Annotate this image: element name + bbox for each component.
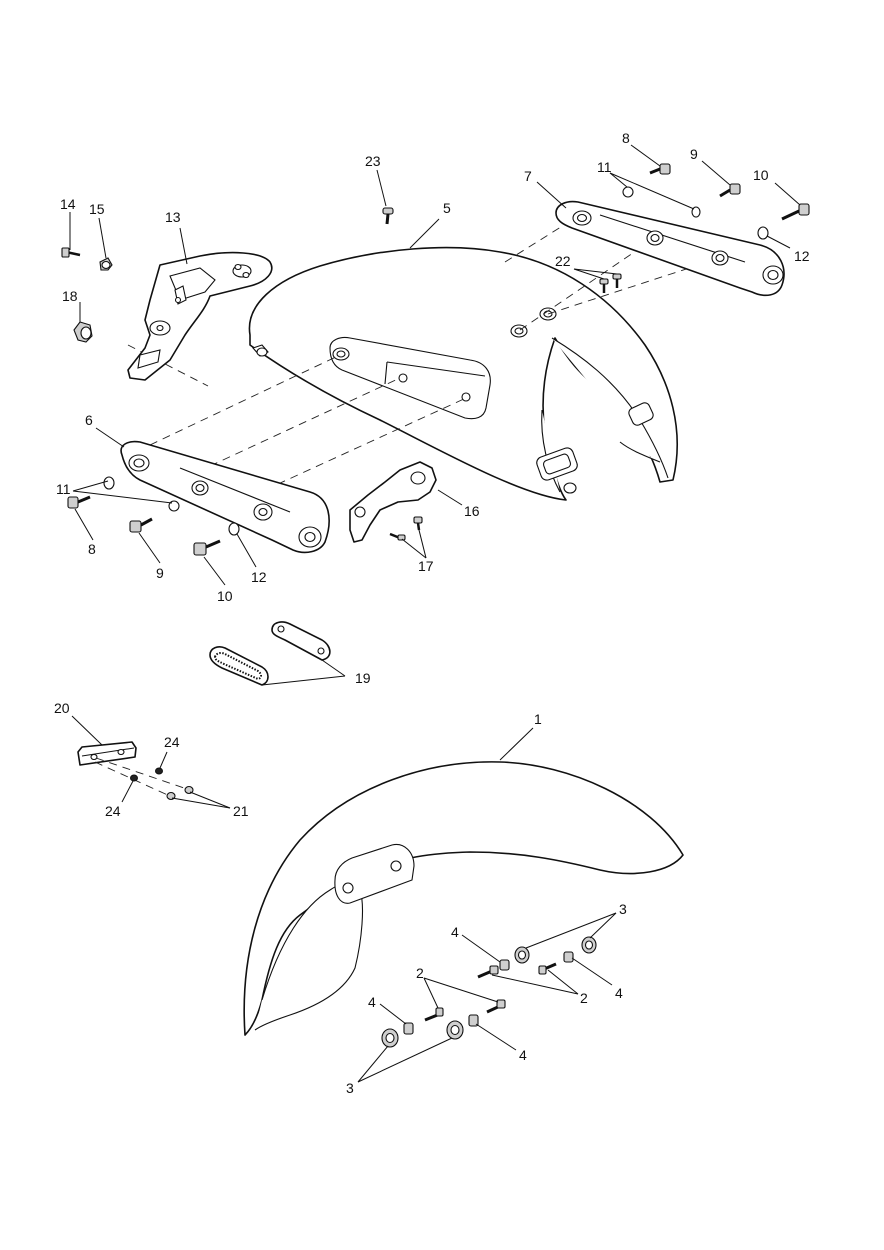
- screws-22: [599, 273, 622, 293]
- left-mudguard-stay: [120, 440, 330, 554]
- callout-21: 21: [233, 803, 249, 819]
- callout-4b: 4: [615, 985, 623, 1001]
- front-fasteners: [381, 936, 597, 1048]
- callout-12a: 12: [251, 569, 267, 585]
- rear-mudguard: [248, 246, 679, 501]
- nut-15: [99, 257, 113, 271]
- callout-20: 20: [54, 700, 70, 716]
- callout-7: 7: [524, 168, 532, 184]
- callout-16: 16: [464, 503, 480, 519]
- callout-9b: 9: [690, 146, 698, 162]
- screws-17: [389, 516, 423, 541]
- callout-2b: 2: [580, 990, 588, 1006]
- callout-1: 1: [534, 711, 542, 727]
- front-mudguard: [243, 761, 684, 1036]
- callout-4c: 4: [368, 994, 376, 1010]
- callout-10b: 10: [753, 167, 769, 183]
- callout-8a: 8: [88, 541, 96, 557]
- callout-12b: 12: [794, 248, 810, 264]
- callout-11a: 11: [56, 481, 71, 497]
- callout-3a: 3: [619, 901, 627, 917]
- callout-14: 14: [60, 196, 76, 212]
- rear-bracket-13: [127, 251, 273, 381]
- callout-3b: 3: [346, 1080, 354, 1096]
- callout-15: 15: [89, 201, 105, 217]
- callout-4a: 4: [451, 924, 459, 940]
- fasteners-left: [67, 476, 240, 556]
- callout-9a: 9: [156, 565, 164, 581]
- callout-10a: 10: [217, 588, 233, 604]
- callout-18: 18: [62, 288, 78, 304]
- callout-22: 22: [555, 253, 571, 269]
- callout-23: 23: [365, 153, 381, 169]
- pads-19: [209, 621, 331, 686]
- callout-13: 13: [165, 209, 181, 225]
- callout-6: 6: [85, 412, 93, 428]
- screw-23: [382, 207, 394, 225]
- bolt-14: [61, 247, 81, 258]
- bracket-16: [349, 461, 437, 543]
- grommet-18: [73, 321, 93, 343]
- callout-8b: 8: [622, 130, 630, 146]
- callout-24b: 24: [105, 803, 121, 819]
- fasteners-21-24: [94, 757, 194, 801]
- callout-19: 19: [355, 670, 371, 686]
- callout-17: 17: [418, 558, 434, 574]
- leader-lines: [69, 144, 801, 1083]
- callout-24a: 24: [164, 734, 180, 750]
- fasteners-right: [622, 163, 810, 240]
- plate-20: [77, 741, 137, 766]
- callout-labels: 1 2 2 3 3 4 4 4 4 5 6 7 8 8 9 9 10 10 11…: [54, 130, 810, 1096]
- callout-4d: 4: [519, 1047, 527, 1063]
- callout-11b: 11: [597, 159, 612, 175]
- right-mudguard-stay: [555, 200, 785, 297]
- callout-2a: 2: [416, 965, 424, 981]
- callout-5: 5: [443, 200, 451, 216]
